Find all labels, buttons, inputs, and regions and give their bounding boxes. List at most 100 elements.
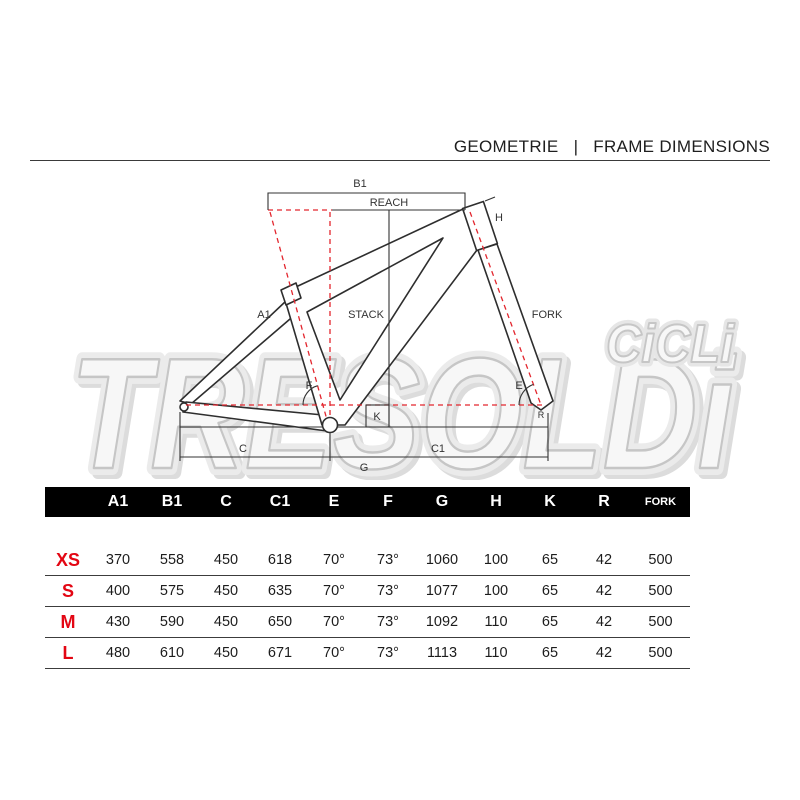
table-body: XS 370 558 450 618 70° 73° 1060 100 65 4…	[45, 545, 690, 669]
e-angle-arc	[518, 383, 534, 406]
table-cell: 73°	[377, 614, 399, 630]
table-cell: 100	[483, 552, 509, 568]
table-cell: 635	[267, 583, 293, 599]
rear-dropout	[179, 402, 189, 412]
table-cell: 575	[159, 583, 185, 599]
table-cell: 42	[595, 645, 613, 661]
table-cell: 42	[595, 552, 613, 568]
table-cell: 1092	[425, 614, 459, 630]
table-row: L 480 610 450 671 70° 73° 1113 110 65 42…	[45, 638, 690, 669]
column-header-fork: FORK	[644, 496, 677, 508]
header-size-cell	[45, 487, 91, 517]
f-angle-arc	[302, 385, 318, 406]
label-reach: REACH	[370, 197, 409, 209]
table-cell: 450	[213, 583, 239, 599]
table-cell: 110	[484, 614, 508, 630]
table-cell: 370	[105, 552, 131, 568]
label-k: K	[373, 411, 381, 423]
table-cell: 610	[159, 645, 185, 661]
watermark-sub-outline: CiCLi	[606, 314, 735, 374]
column-header-c: C	[220, 493, 232, 510]
label-c1: C1	[431, 443, 445, 455]
column-header-g: G	[435, 493, 449, 510]
table-row: M 430 590 450 650 70° 73° 1092 110 65 42…	[45, 607, 690, 638]
head-tube-axis-dashed-line	[469, 211, 542, 406]
table-cell: 1113	[426, 645, 458, 661]
label-h: H	[495, 212, 503, 224]
table-cell: 1077	[425, 583, 459, 599]
table-cell: 450	[213, 614, 239, 630]
title-separator: |	[573, 137, 579, 156]
frame-geometry-diagram: TRESOLDi TRESOLDi TRESOLDi CiCLi CiCLi	[63, 178, 748, 481]
table-cell: 1060	[425, 552, 459, 568]
table-cell: 65	[541, 552, 559, 568]
watermark-main-text: TRESOLDi	[70, 326, 737, 480]
label-e: E	[515, 380, 522, 392]
column-header-h: H	[490, 493, 502, 510]
table-cell: 590	[159, 614, 185, 630]
column-header-b1: B1	[161, 493, 183, 510]
label-b1: B1	[353, 178, 366, 190]
title-geometrie: GEOMETRIE	[453, 137, 559, 156]
label-f: F	[306, 380, 313, 392]
table-cell: 65	[541, 614, 559, 630]
table-cell: 65	[541, 583, 559, 599]
table-cell: 671	[267, 645, 293, 661]
table-cell: 110	[484, 645, 508, 661]
column-header-f: F	[383, 493, 393, 510]
table-cell: 500	[648, 614, 673, 630]
h-tick	[484, 196, 496, 202]
table-cell: 450	[213, 552, 239, 568]
label-a1: A1	[257, 309, 270, 321]
table-cell: 430	[105, 614, 131, 630]
table-row: XS 370 558 450 618 70° 73° 1060 100 65 4…	[45, 545, 690, 576]
bottom-bracket	[321, 416, 339, 434]
table-row: S 400 575 450 635 70° 73° 1077 100 65 42…	[45, 576, 690, 607]
table-cell: 500	[648, 583, 673, 599]
table-cell: 70°	[323, 614, 345, 630]
table-cell: 65	[541, 645, 559, 661]
table-cell: 400	[105, 583, 131, 599]
table-cell: 42	[595, 614, 613, 630]
seat-collar	[280, 282, 302, 306]
table-cell: 480	[105, 645, 131, 661]
size-label: L	[62, 643, 74, 663]
table-cell: 650	[267, 614, 293, 630]
table-cell: 500	[648, 552, 673, 568]
label-fork: FORK	[532, 309, 563, 321]
table-cell: 70°	[323, 645, 345, 661]
table-cell: 42	[595, 583, 613, 599]
table-header-row: A1 B1 C C1 E F G H K R FORK	[45, 487, 690, 517]
column-header-e: E	[328, 493, 340, 510]
table-cell: 73°	[377, 552, 399, 568]
size-label: M	[60, 612, 76, 632]
page-title: GEOMETRIE | FRAME DIMENSIONS	[454, 137, 770, 157]
table-cell: 558	[159, 552, 185, 568]
watermark-sub-text: CiCLi	[606, 314, 735, 374]
label-stack: STACK	[348, 309, 385, 321]
watermark-logo: TRESOLDi TRESOLDi TRESOLDi CiCLi CiCLi	[63, 310, 748, 481]
column-header-k: K	[544, 493, 556, 510]
label-c: C	[239, 443, 247, 455]
size-label: XS	[55, 550, 80, 570]
column-header-c1: C1	[269, 493, 291, 510]
title-divider	[30, 160, 770, 161]
label-g: G	[360, 462, 369, 474]
table-cell: 70°	[323, 552, 345, 568]
label-r: R	[538, 410, 545, 420]
table-cell: 100	[483, 583, 509, 599]
geometry-table: A1 B1 C C1 E F G H K R FORK XS 370 558 4…	[45, 487, 690, 669]
size-label: S	[61, 581, 74, 601]
table-cell: 70°	[323, 583, 345, 599]
title-frame-dimensions: FRAME DIMENSIONS	[593, 137, 770, 156]
table-cell: 500	[648, 645, 673, 661]
column-header-r: R	[598, 493, 610, 510]
b1-bracket-line	[267, 192, 466, 210]
table-cell: 73°	[377, 583, 399, 599]
column-header-a1: A1	[107, 493, 129, 510]
watermark-outline: TRESOLDi	[70, 326, 737, 480]
table-cell: 618	[267, 552, 293, 568]
table-cell: 73°	[377, 645, 399, 661]
table-cell: 450	[213, 645, 239, 661]
